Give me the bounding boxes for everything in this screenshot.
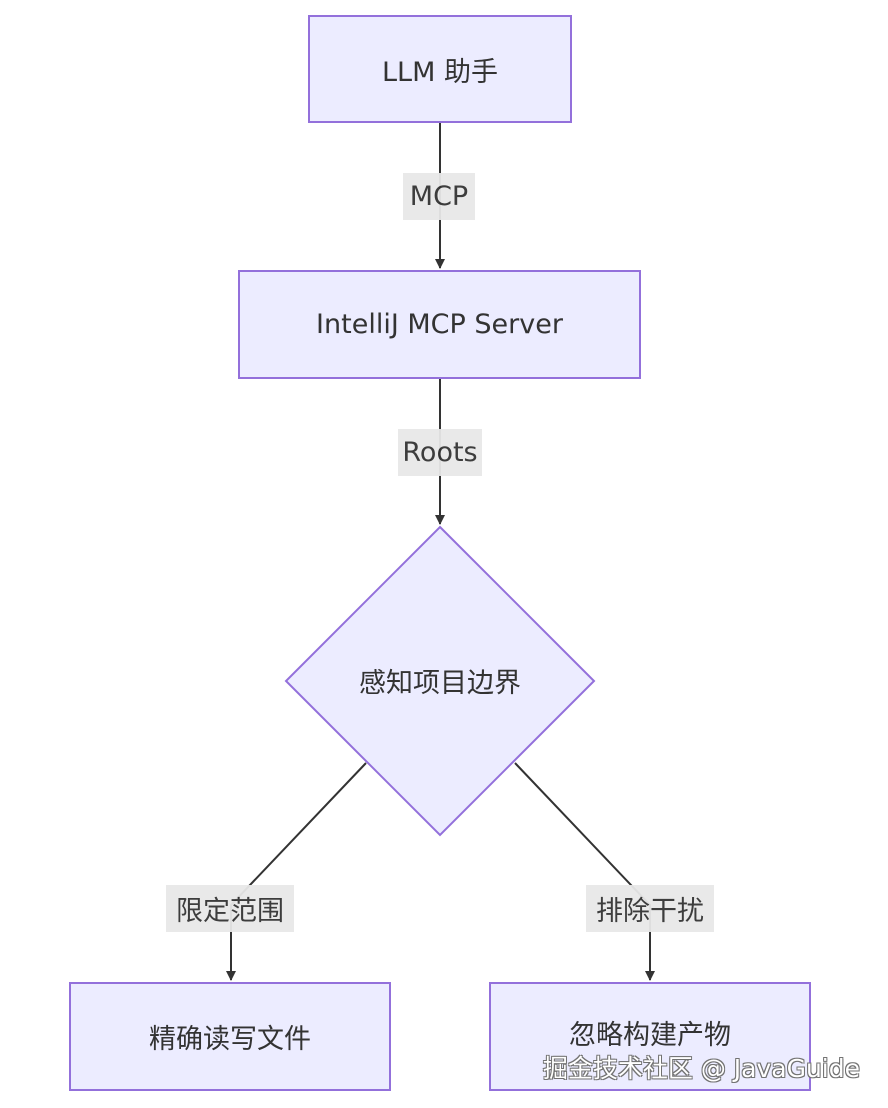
edge-label-roots-text: Roots [402,437,478,468]
node-llm-assistant-label: LLM 助手 [382,56,498,88]
decision-label-text: 感知项目边界 [359,667,521,699]
node-intellij-mcp-server: IntelliJ MCP Server [238,270,641,379]
edge-label-exclude-noise-text: 排除干扰 [596,896,704,927]
decision-label: 感知项目边界 [300,655,580,705]
node-llm-assistant: LLM 助手 [308,15,572,123]
decision-diamond [284,525,596,837]
edge-label-mcp-text: MCP [409,181,469,212]
edge-label-roots: Roots [398,429,482,476]
node-ignore-build-artifacts: 忽略构建产物 [489,982,811,1091]
edge-decision-right [514,762,655,981]
edge-label-limit-scope-text: 限定范围 [176,896,284,927]
node-read-write-files: 精确读写文件 [69,982,391,1091]
watermark: 掘金技术社区 @ JavaGuide [542,1054,860,1083]
edge-label-mcp: MCP [403,173,475,220]
edge-label-exclude-noise: 排除干扰 [586,885,714,932]
node-intellij-mcp-server-label: IntelliJ MCP Server [316,309,563,340]
edge-decision-left [226,762,367,981]
node-ignore-build-artifacts-label: 忽略构建产物 [569,1020,731,1051]
node-read-write-files-label: 精确读写文件 [149,1024,311,1055]
edge-label-limit-scope: 限定范围 [166,885,294,932]
